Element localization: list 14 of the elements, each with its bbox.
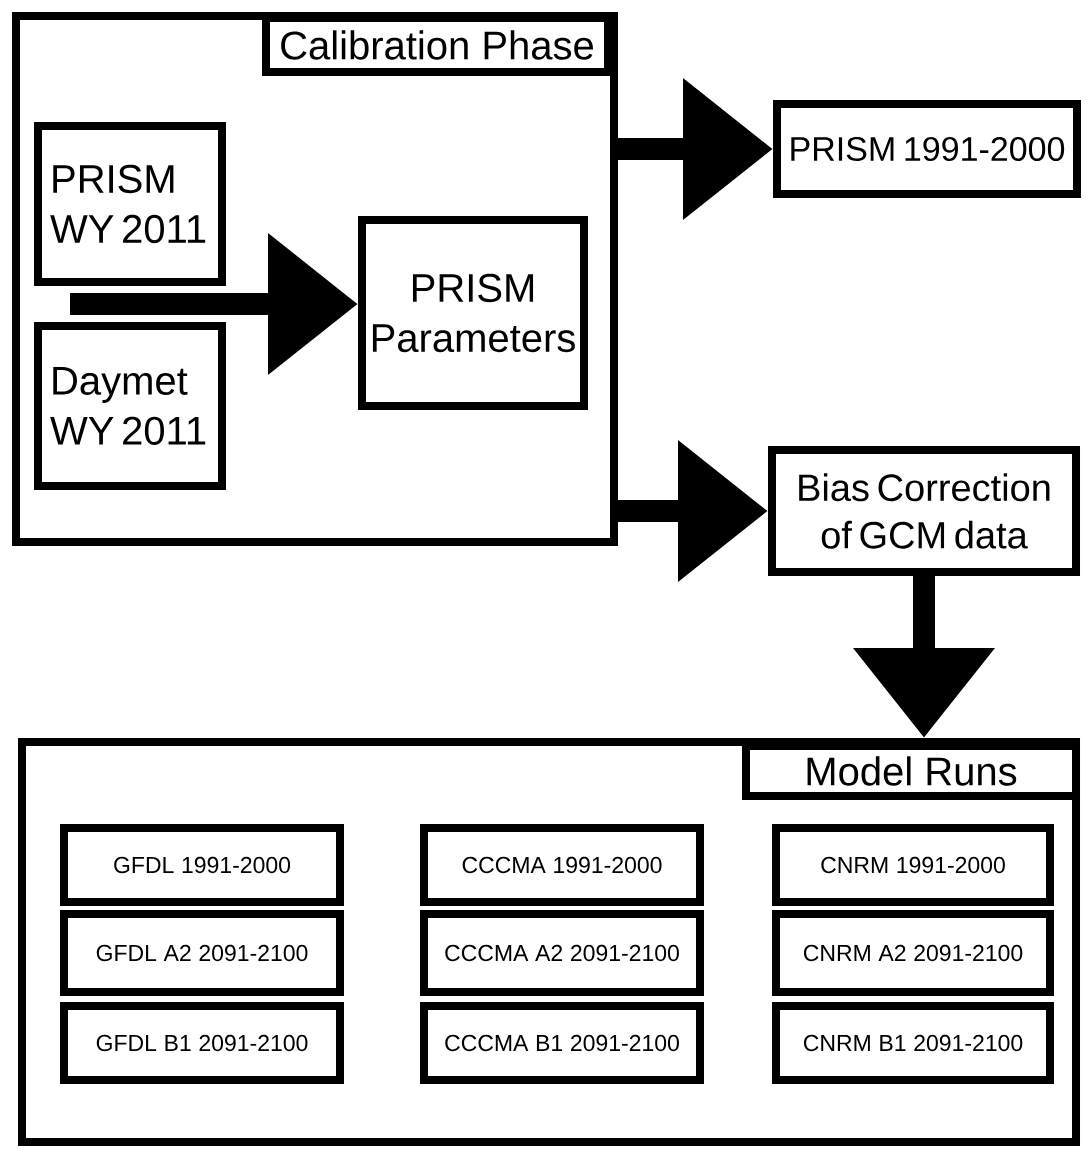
input-box: PRISM WY 2011 xyxy=(34,122,226,286)
model-run-box: CNRM 1991-2000 xyxy=(772,824,1054,906)
model-run-box: CCCMA A2 2091-2100 xyxy=(420,910,704,996)
process-box: Bias Correction of GCM data xyxy=(768,446,1080,576)
model-run-box: GFDL A2 2091-2100 xyxy=(60,910,344,996)
model-run-box: GFDL B1 2091-2100 xyxy=(60,1002,344,1084)
model-run-box: CNRM A2 2091-2100 xyxy=(772,910,1054,996)
output-box: PRISM 1991-2000 xyxy=(773,100,1081,198)
model-run-box: GFDL 1991-2000 xyxy=(60,824,344,906)
model-run-box: CCCMA B1 2091-2100 xyxy=(420,1002,704,1084)
input-box: Daymet WY 2011 xyxy=(34,322,226,490)
model-run-box: CCCMA 1991-2000 xyxy=(420,824,704,906)
model-run-box: CNRM B1 2091-2100 xyxy=(772,1002,1054,1084)
process-box: PRISM Parameters xyxy=(358,216,588,410)
